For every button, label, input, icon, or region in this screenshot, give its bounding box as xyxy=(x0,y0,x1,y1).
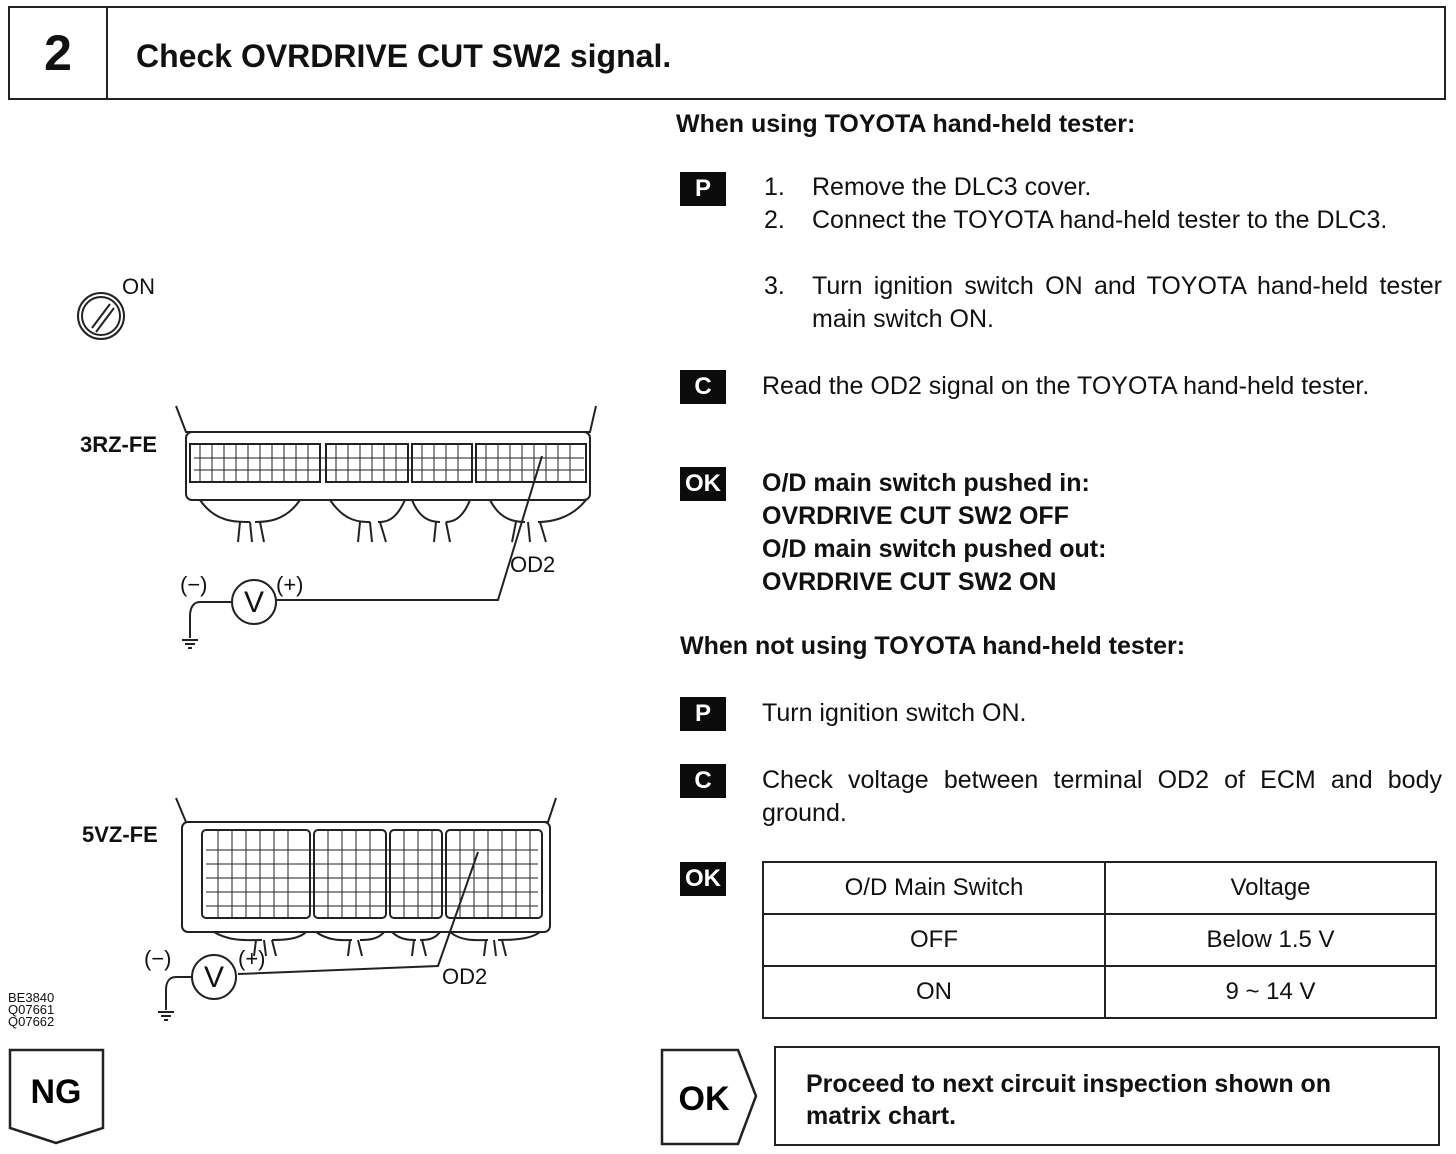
neg-label-2: (−) xyxy=(144,946,172,971)
step-1-number: 1. xyxy=(764,173,785,201)
p-badge-1: P xyxy=(680,172,726,206)
ecm-connector-3rz xyxy=(175,405,597,543)
ecm-connector-5vz xyxy=(175,797,557,957)
ground-lead-1 xyxy=(189,601,232,638)
header-voltage: Voltage xyxy=(1104,861,1437,915)
ok-criteria: O/D main switch pushed in: OVRDRIVE CUT … xyxy=(762,467,1106,599)
proceed-box: Proceed to next circuit inspection shown… xyxy=(774,1046,1440,1146)
od2-label-1: OD2 xyxy=(510,552,555,577)
ignition-on-label: ON xyxy=(122,274,155,299)
c-badge-1: C xyxy=(680,370,726,404)
step-2: 2. Connect the TOYOTA hand-held tester t… xyxy=(764,204,1444,270)
c-badge-2: C xyxy=(680,764,726,798)
od2-lead-1 xyxy=(276,455,543,601)
p-badge-2: P xyxy=(680,697,726,731)
table-header-row: O/D Main Switch Voltage xyxy=(762,861,1437,915)
engine-label-5vz: 5VZ-FE xyxy=(82,822,158,847)
step-number: 2 xyxy=(10,8,108,98)
cell-voltage-off: Below 1.5 V xyxy=(1104,913,1437,967)
step-header: 2 Check OVRDRIVE CUT SW2 signal. xyxy=(8,6,1446,100)
step-2-text: Connect the TOYOTA hand-held tester to t… xyxy=(812,206,1388,234)
wiring-figure: ON 3RZ-FE OD2 (−) (+) V 5VZ-FE OD2 (−) (… xyxy=(8,274,597,1029)
cell-voltage-on: 9 ~ 14 V xyxy=(1104,965,1437,1019)
neg-label-1: (−) xyxy=(180,572,208,597)
od2-lead-2 xyxy=(237,851,479,975)
pos-label-2: (+) xyxy=(238,946,266,971)
ok-badge-1: OK xyxy=(680,467,726,501)
figure-code-3: Q07662 xyxy=(8,1014,54,1029)
ok-line-3: O/D main switch pushed out: xyxy=(762,535,1107,563)
ignition-switch-icon xyxy=(77,292,125,340)
without-tester-heading: When not using TOYOTA hand-held tester: xyxy=(680,632,1186,660)
table-row: OFF Below 1.5 V xyxy=(762,913,1437,967)
check-voltage-text: Check voltage between terminal OD2 of EC… xyxy=(762,766,1442,827)
od2-label-2: OD2 xyxy=(442,964,487,989)
ng-label: NG xyxy=(31,1073,82,1111)
ground-icon xyxy=(182,639,198,649)
ok-badge-2: OK xyxy=(680,862,726,896)
table-row: ON 9 ~ 14 V xyxy=(762,965,1437,1019)
ok-line-2: OVRDRIVE CUT SW2 OFF xyxy=(762,502,1069,530)
with-tester-heading: When using TOYOTA hand-held tester: xyxy=(676,110,1136,138)
step-3: 3. Turn ignition switch ON and TOYOTA ha… xyxy=(764,270,1444,336)
meter-label-1: V xyxy=(244,586,264,619)
ground-lead-2 xyxy=(165,976,192,1010)
pos-label-1: (+) xyxy=(276,572,304,597)
engine-label-3rz: 3RZ-FE xyxy=(80,432,157,457)
figure-code-1: BE3840 xyxy=(8,990,54,1005)
step-3-number: 3. xyxy=(764,272,785,300)
cell-switch-on: ON xyxy=(762,965,1106,1019)
step-1: 1. Remove the DLC3 cover. xyxy=(764,171,1444,211)
ok-line-1: O/D main switch pushed in: xyxy=(762,469,1090,497)
step-3-text: Turn ignition switch ON and TOYOTA hand-… xyxy=(812,272,1442,333)
ground-icon xyxy=(158,1011,174,1021)
cell-switch-off: OFF xyxy=(762,913,1106,967)
voltage-table: O/D Main Switch Voltage OFF Below 1.5 V … xyxy=(762,861,1437,1019)
ng-result-box: NG xyxy=(8,1048,105,1145)
read-signal-text: Read the OD2 signal on the TOYOTA hand-h… xyxy=(762,372,1370,400)
prep-text: Turn ignition switch ON. xyxy=(762,699,1027,727)
meter-label-2: V xyxy=(204,961,224,994)
step-1-text: Remove the DLC3 cover. xyxy=(812,173,1092,201)
ok-label: OK xyxy=(679,1080,730,1118)
step-2-number: 2. xyxy=(764,206,785,234)
ok-result-box: OK xyxy=(660,1048,758,1146)
ok-line-4: OVRDRIVE CUT SW2 ON xyxy=(762,568,1057,596)
step-title: Check OVRDRIVE CUT SW2 signal. xyxy=(136,38,672,74)
header-od-switch: O/D Main Switch xyxy=(762,861,1106,915)
figure-code-2: Q07661 xyxy=(8,1002,54,1017)
